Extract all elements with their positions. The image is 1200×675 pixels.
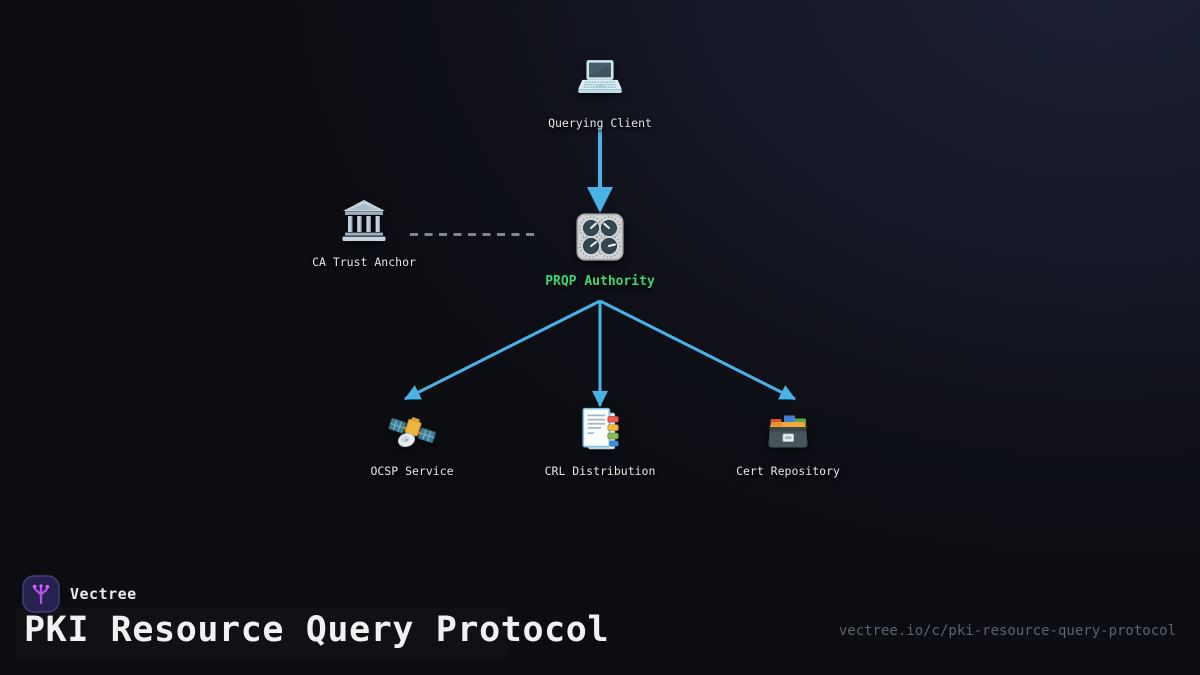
edge-authority-to-repo [599, 299, 796, 401]
node-label: CA Trust Anchor [312, 255, 416, 269]
bookmark-tabs-icon [575, 405, 625, 455]
node-label: PRQP Authority [545, 274, 655, 289]
page-title: PKI Resource Query Protocol [24, 610, 610, 650]
edge-authority-to-ocsp [404, 299, 601, 401]
control-knobs-icon [572, 209, 628, 265]
edge-client-to-authority [587, 127, 613, 213]
vectree-logo-icon [22, 575, 60, 613]
bank-icon [340, 198, 388, 246]
brand-row: Vectree [22, 575, 137, 613]
node-cert-repository: Cert Repository [703, 407, 873, 478]
node-ca-trust-anchor: CA Trust Anchor [279, 198, 449, 269]
card-file-box-icon [763, 407, 813, 455]
node-querying-client: Querying Client [515, 57, 685, 130]
node-label: Querying Client [548, 116, 652, 130]
node-crl-distribution: CRL Distribution [515, 405, 685, 478]
node-ocsp-service: OCSP Service [327, 407, 497, 478]
node-label: Cert Repository [736, 464, 840, 478]
laptop-icon [575, 57, 625, 107]
node-label: CRL Distribution [544, 464, 656, 478]
satellite-icon [387, 407, 437, 455]
brand-name: Vectree [70, 585, 137, 603]
node-prqp-authority: PRQP Authority [515, 209, 685, 289]
node-label: OCSP Service [370, 464, 454, 478]
page-url: vectree.io/c/pki-resource-query-protocol [838, 623, 1176, 639]
